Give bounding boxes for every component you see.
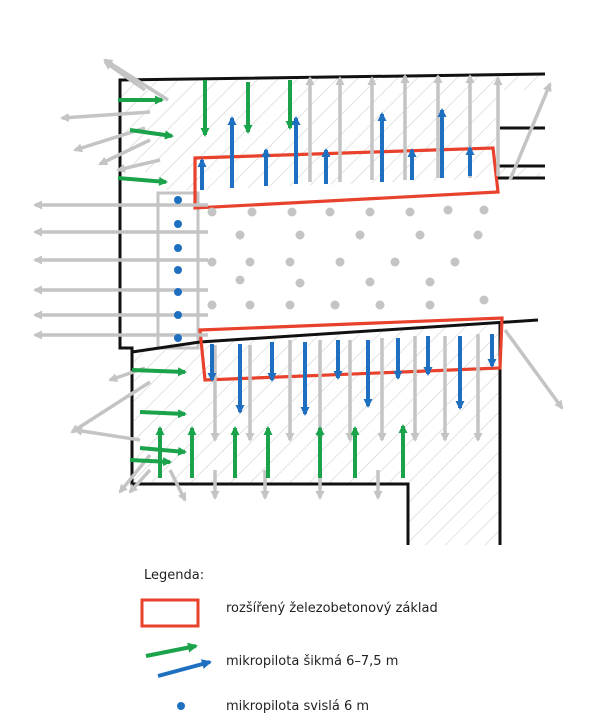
grey-arrow (60, 110, 151, 123)
grey-arrow (503, 328, 564, 410)
inclined-micropiles-blue (197, 108, 497, 416)
grey-dot (443, 205, 453, 215)
legend-vertical-swatch (177, 702, 185, 710)
grey-dot (207, 207, 217, 217)
blue-dot (174, 244, 182, 252)
grey-arrow (103, 58, 169, 102)
grey-arrow (508, 82, 552, 181)
grey-dot (335, 257, 345, 267)
foundation-plan (33, 58, 564, 545)
blue-dot (174, 311, 182, 319)
grey-dot (479, 205, 489, 215)
grey-dot (450, 257, 460, 267)
blue-dot (174, 266, 182, 274)
hatched-column-left (156, 191, 200, 350)
legend-foundation-swatch (140, 598, 200, 628)
green-arrow (139, 446, 187, 456)
inclined-micropiles-green (117, 80, 408, 478)
grey-arrow (98, 138, 151, 166)
grey-dot (425, 300, 435, 310)
legend-blue-dot-icon (177, 702, 185, 710)
legend-blue-arrow-icon (157, 659, 212, 678)
blue-dot (174, 196, 182, 204)
grey-dot (245, 300, 255, 310)
grey-dot (390, 257, 400, 267)
grey-dot (207, 257, 217, 267)
green-arrow (129, 457, 172, 467)
grey-dot (405, 207, 415, 217)
grey-dot (355, 230, 365, 240)
grey-dot (473, 230, 483, 240)
green-arrow (129, 128, 174, 140)
legend-vertical-label: mikropilota svislá 6 m (226, 699, 370, 714)
blue-dot (174, 220, 182, 228)
blue-dot (174, 334, 182, 342)
grey-arrow (116, 158, 161, 173)
grey-dot (285, 300, 295, 310)
grey-dot (295, 230, 305, 240)
grey-dot (285, 257, 295, 267)
grey-arrow (73, 426, 141, 442)
grey-dot (325, 207, 335, 217)
grey-dot (247, 207, 257, 217)
grey-dot (287, 207, 297, 217)
grey-dot (365, 277, 375, 287)
grey-dot (425, 277, 435, 287)
legend-inclined-swatch (145, 642, 212, 678)
grey-dot (330, 300, 340, 310)
hatched-wall-top (120, 74, 545, 190)
green-arrow (117, 176, 168, 186)
grey-dot (245, 257, 255, 267)
blue-dot (174, 288, 182, 296)
legend-foundation-label: rozšířený železobetonový základ (226, 601, 438, 616)
grey-dot (375, 300, 385, 310)
grey-dot (235, 230, 245, 240)
foundation-outline-top (193, 146, 500, 210)
green-arrow (131, 367, 187, 377)
grey-dot (207, 300, 217, 310)
legend-green-arrow-icon (145, 642, 198, 658)
green-arrow (139, 409, 187, 419)
legend-inclined-label: mikropilota šikmá 6–7,5 m (226, 654, 399, 669)
grey-arrow (103, 60, 147, 92)
vertical-micropiles (174, 196, 182, 342)
foundation-outline-bottom (198, 316, 504, 382)
grey-arrow (128, 468, 152, 494)
existing-pile-dots (207, 205, 489, 310)
grey-dot (295, 278, 305, 288)
grey-dot (415, 230, 425, 240)
grey-arrow (168, 469, 187, 502)
legend-title: Legenda: (144, 568, 205, 583)
grey-dot (235, 275, 245, 285)
grey-dot (479, 295, 489, 305)
grey-arrow (70, 380, 151, 434)
grey-dot (365, 207, 375, 217)
